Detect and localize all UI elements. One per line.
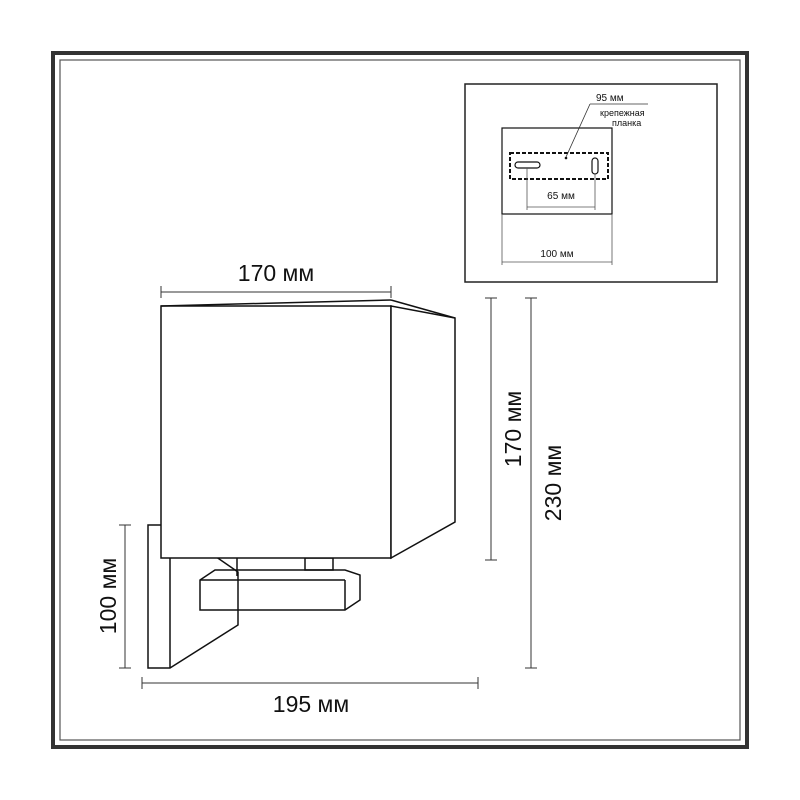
shade-top-edge: [160, 299, 392, 307]
mounting-slot-horizontal: [514, 161, 541, 169]
inset-frame: [464, 83, 718, 283]
plate-name-label-2: планка: [612, 118, 641, 128]
dim-total-height: [525, 297, 537, 669]
dim-shade-height-label: 170 мм: [500, 391, 526, 467]
dim-total-depth-label: 195 мм: [273, 691, 349, 717]
dim-shade-width-label: 170 мм: [238, 260, 314, 286]
base-width-label: 100 мм: [540, 249, 573, 260]
dim-base-height-label: 100 мм: [95, 558, 121, 634]
shade-top-side: [390, 299, 456, 319]
lamp-drawing: [147, 299, 456, 669]
plate-center-point: [564, 156, 568, 160]
dim-total-height-label: 230 мм: [540, 445, 566, 521]
outer-frame: [51, 51, 749, 749]
plate-name-label: крепежная: [600, 108, 645, 118]
inset-base-square: [501, 127, 613, 215]
plate-leader-line: [565, 103, 591, 158]
lamp-arm: [199, 569, 361, 611]
shade-side: [390, 305, 456, 560]
dim-shade-height: [485, 297, 497, 561]
dim-shade-width: [160, 286, 392, 298]
inner-frame: [59, 59, 741, 741]
plate-width-label: 95 мм: [596, 93, 624, 104]
mounting-plate-dashed: [509, 152, 609, 180]
hole-spacing-label: 65 мм: [547, 191, 575, 202]
mounting-plate-inset: 95 мм крепежная планка 65 мм 100 мм: [464, 83, 718, 283]
dim-total-depth: [141, 677, 479, 689]
shade-stem: [304, 557, 334, 571]
shade-front: [160, 305, 392, 559]
dim-base-height: [119, 524, 131, 669]
mounting-slot-vertical: [591, 157, 599, 175]
